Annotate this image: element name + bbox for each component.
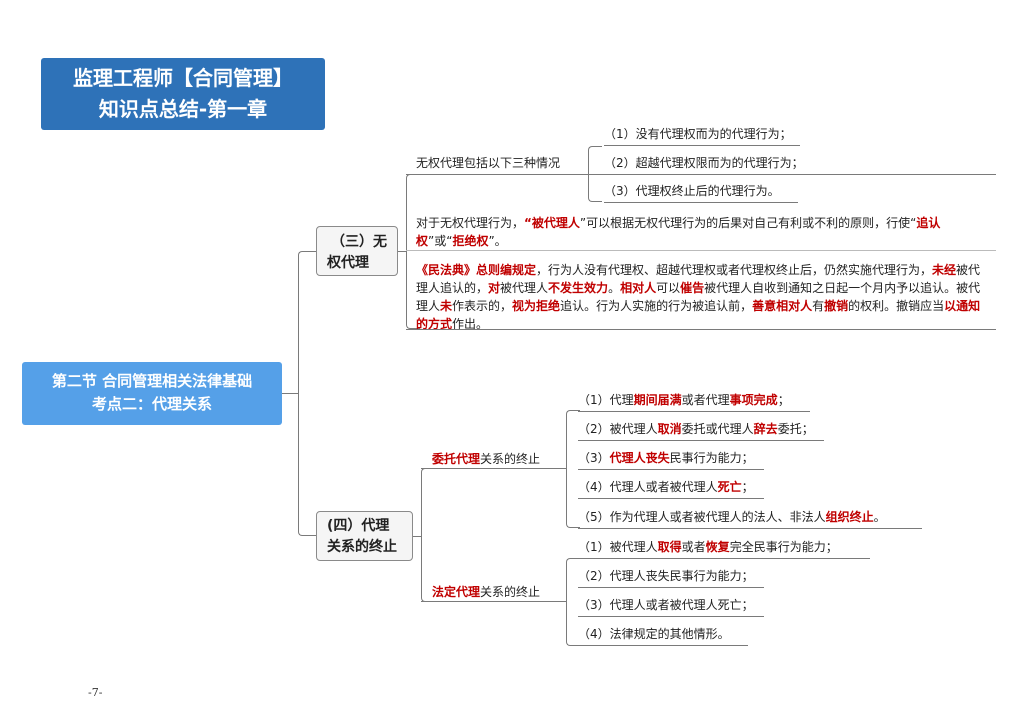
connector-bracket [298,251,316,536]
root-line-2: 考点二：代理关系 [91,395,212,413]
list-item[interactable]: （3）代理人丧失民事行为能力； [578,449,764,470]
connector-bracket [566,410,580,528]
list-item[interactable]: （3）代理人或者被代理人死亡； [578,596,764,617]
list-item[interactable]: （1）被代理人取得或者恢复完全民事行为能力； [578,538,870,559]
document-title: 监理工程师【合同管理】 知识点总结-第一章 [41,58,325,130]
list-item[interactable]: （5）作为代理人或者被代理人的法人、非法人组织终止。 [578,508,922,529]
branch3-label-2: 权代理 [327,255,369,271]
connector-bracket [588,146,602,202]
list-item[interactable]: （4）代理人或者被代理人死亡； [578,478,764,499]
subtopic-three-situations[interactable]: 无权代理包括以下三种情况 [416,156,561,170]
root-line-1: 第二节 合同管理相关法律基础 [51,372,253,390]
title-line-1: 监理工程师【合同管理】 [73,66,293,90]
divider-line [406,329,996,330]
divider-line [406,250,996,251]
page-number: -7- [88,686,103,699]
divider-line [421,601,566,602]
branch4-label-2: 关系的终止 [327,539,397,555]
connector-bracket [566,558,580,646]
branch4-label-1: (四）代理 [327,518,390,534]
divider-line [421,468,566,469]
ratification-paragraph: 对于无权代理行为，“被代理人”可以根据无权代理行为的后果对自己有利或不利的原则，… [416,216,941,248]
connector-bracket [421,468,435,602]
list-item[interactable]: （4）法律规定的其他情形。 [578,625,748,646]
branch3-label-1: （三）无 [331,234,387,250]
title-line-2: 知识点总结-第一章 [98,97,268,121]
branch-unauthorized-agency[interactable]: （三）无 权代理 [316,226,398,276]
list-item[interactable]: （2）被代理人取消委托或代理人辞去委托； [578,420,824,441]
list-item[interactable]: （2）代理人丧失民事行为能力； [578,567,764,588]
subtopic-statutory-agency[interactable]: 法定代理关系的终止 [432,585,541,599]
list-item[interactable]: （1）没有代理权而为的代理行为； [604,125,800,146]
civil-code-paragraph: 《民法典》总则编规定，行为人没有代理权、超越代理权或者代理权终止后，仍然实施代理… [416,263,981,331]
list-item[interactable]: （1）代理期间届满或者代理事项完成； [578,391,810,412]
branch-termination-of-agency[interactable]: (四）代理 关系的终止 [316,511,413,561]
subtopic-entrusted-agency[interactable]: 委托代理关系的终止 [432,452,541,466]
connector [398,251,406,252]
list-item[interactable]: （3）代理权终止后的代理行为。 [604,182,798,203]
list-item[interactable]: （2）超越代理权限而为的代理行为； [604,154,816,175]
root-node[interactable]: 第二节 合同管理相关法律基础 考点二：代理关系 [22,362,282,425]
connector [282,393,298,394]
connector [413,536,421,537]
connector-bracket [406,251,420,329]
